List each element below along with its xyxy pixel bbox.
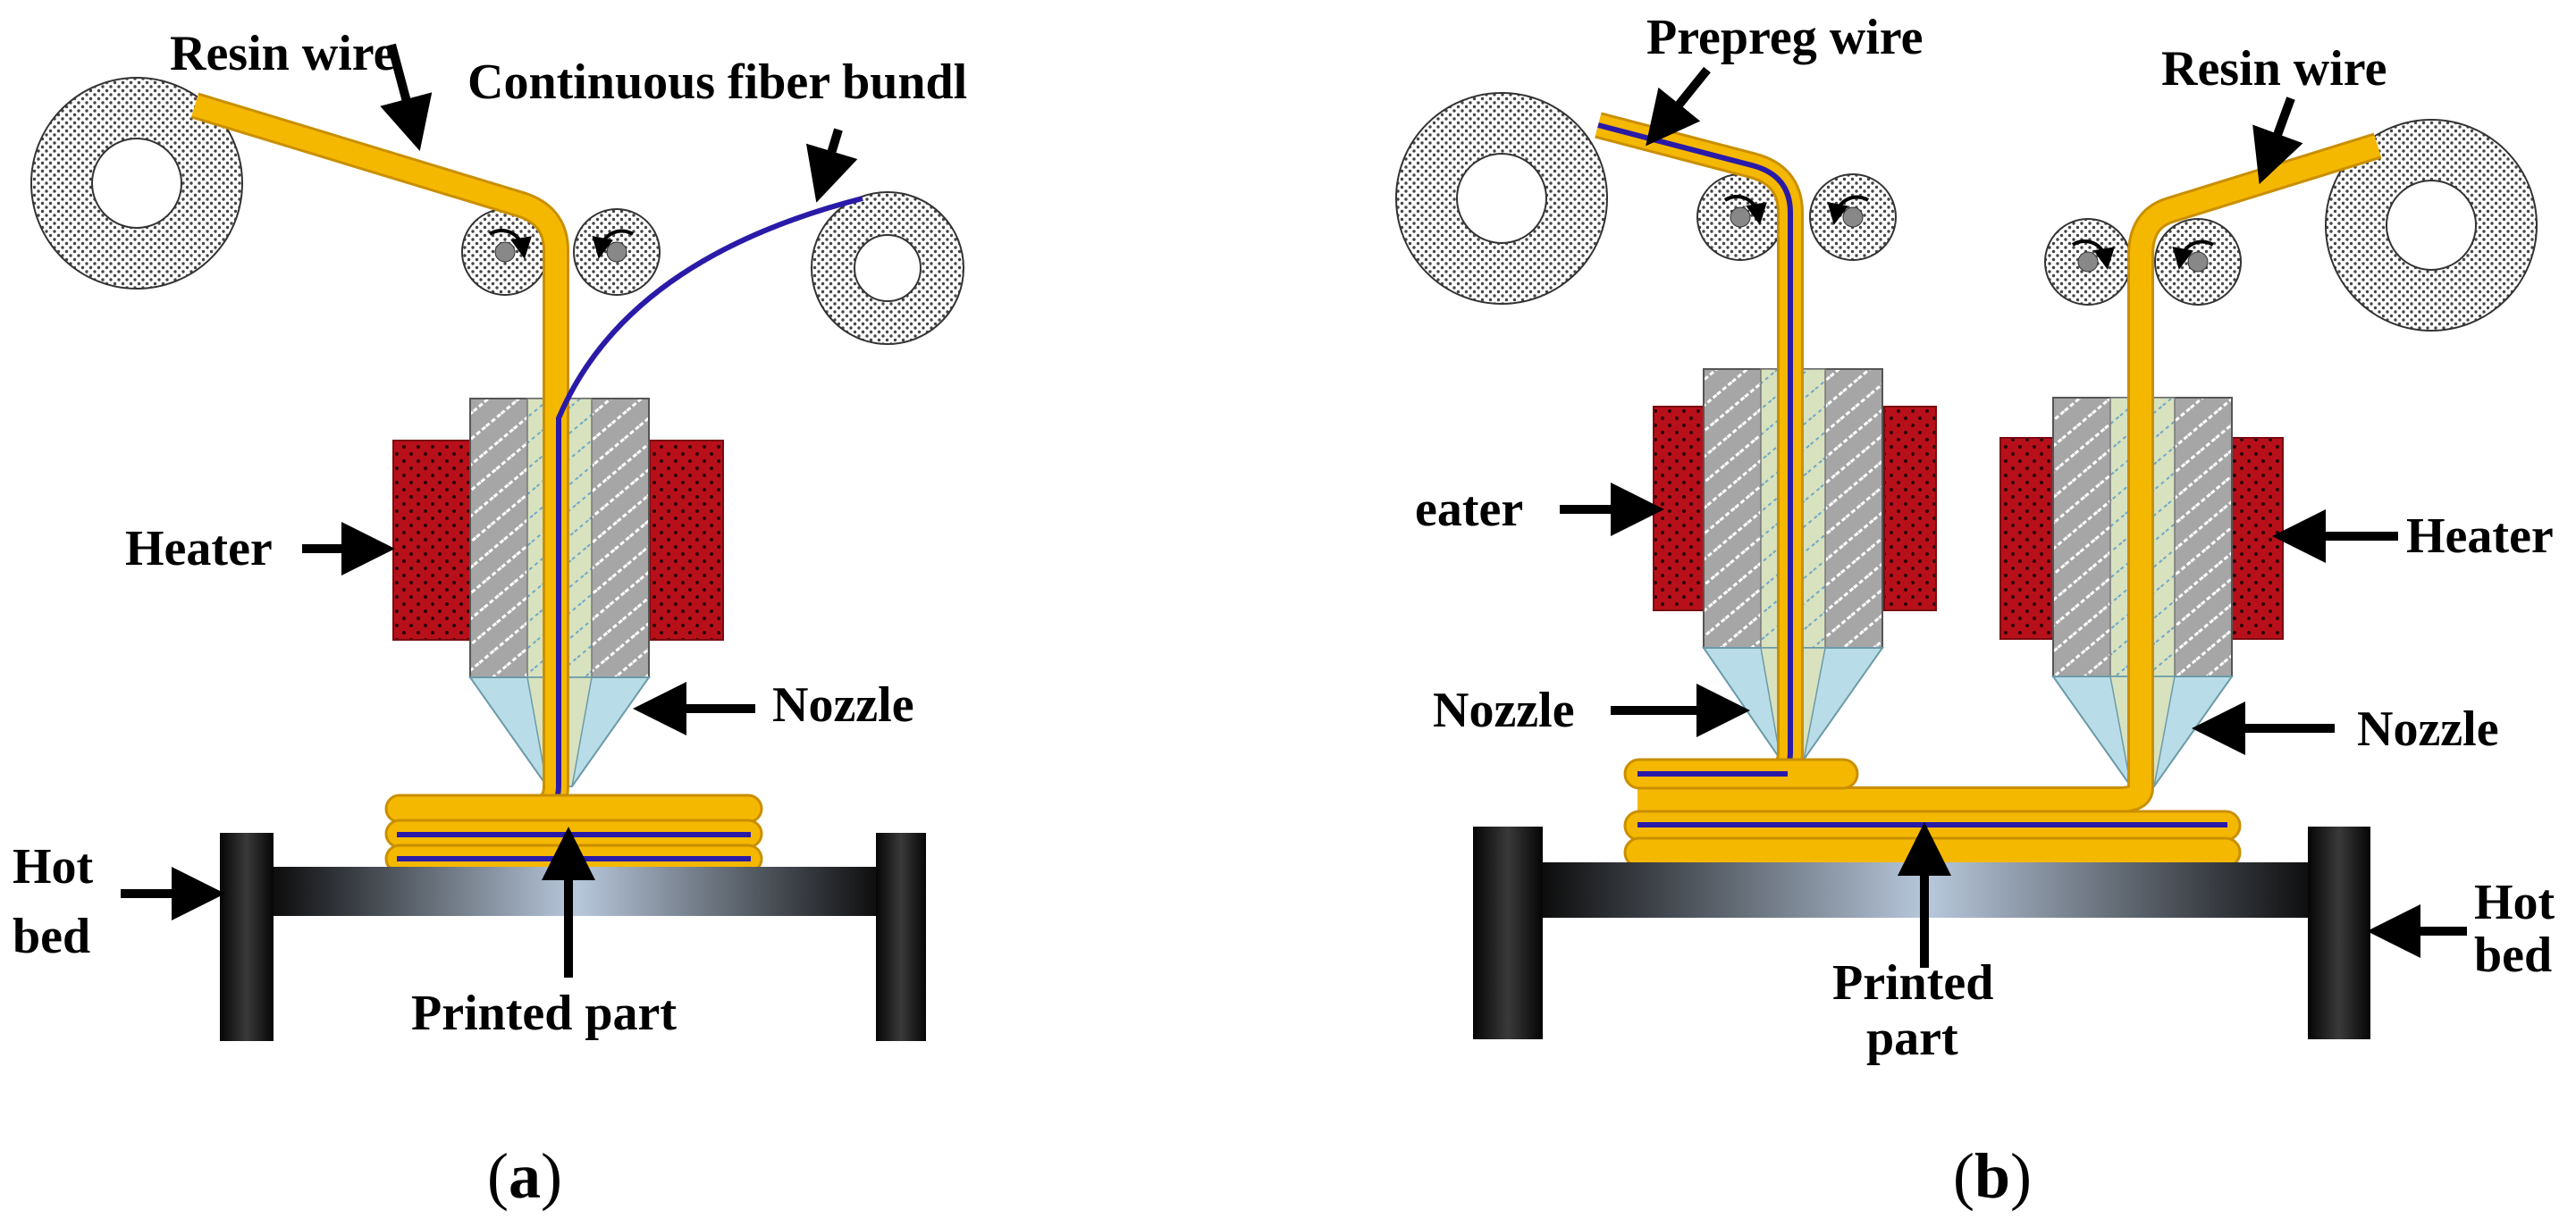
label-bed-a: bed — [13, 909, 90, 964]
heater-left-a — [392, 440, 473, 641]
label-heater-right-b: Heater — [2406, 508, 2554, 564]
heater-left-2-b — [1883, 406, 1937, 611]
label-heater-left-b: eater — [1415, 482, 1523, 537]
label-heater-a: Heater — [125, 521, 273, 576]
label-fiber-bundle-a: Continuous fiber bundl — [467, 55, 967, 110]
label-printed-part-a: Printed part — [411, 986, 677, 1041]
resin-spool-b — [2325, 119, 2538, 332]
label-hot-b: Hot — [2474, 875, 2555, 930]
label-nozzle-a: Nozzle — [772, 677, 914, 733]
resin-spool-a — [30, 77, 243, 290]
label-resin-wire-a: Resin wire — [170, 26, 396, 81]
label-printed-b: Printed — [1832, 955, 1993, 1011]
feed-rollers-left-b — [1696, 173, 1897, 261]
arrows-b — [1560, 66, 2467, 968]
fiber-spool-a — [811, 191, 964, 345]
resin-wire-b — [1637, 132, 2382, 813]
heater-right-1-b — [1999, 437, 2055, 640]
heater-left-1-b — [1653, 406, 1706, 611]
label-resin-wire-b: Resin wire — [2161, 41, 2387, 97]
prepreg-spool-b — [1395, 92, 1608, 305]
printed-part-a — [384, 794, 763, 874]
arrows-a — [121, 43, 858, 978]
heater-right-a — [649, 440, 724, 641]
label-prepreg-wire-b: Prepreg wire — [1646, 10, 1923, 65]
label-hot-a: Hot — [13, 839, 94, 895]
heater-right-2-b — [2230, 437, 2284, 640]
caption-b: (b) — [1953, 1140, 2032, 1212]
label-nozzle-left-b: Nozzle — [1433, 683, 1575, 738]
panel-a: Resin wire Continuous fiber bundl Heater… — [13, 26, 967, 1212]
label-bed-b: bed — [2474, 928, 2552, 983]
hot-bed-a — [220, 833, 926, 1041]
panel-b: Prepreg wire Resin wire eater Heater Noz… — [1395, 10, 2555, 1212]
label-nozzle-right-b: Nozzle — [2357, 701, 2499, 757]
caption-a: (a) — [487, 1140, 562, 1212]
label-part-b: part — [1866, 1011, 1958, 1066]
